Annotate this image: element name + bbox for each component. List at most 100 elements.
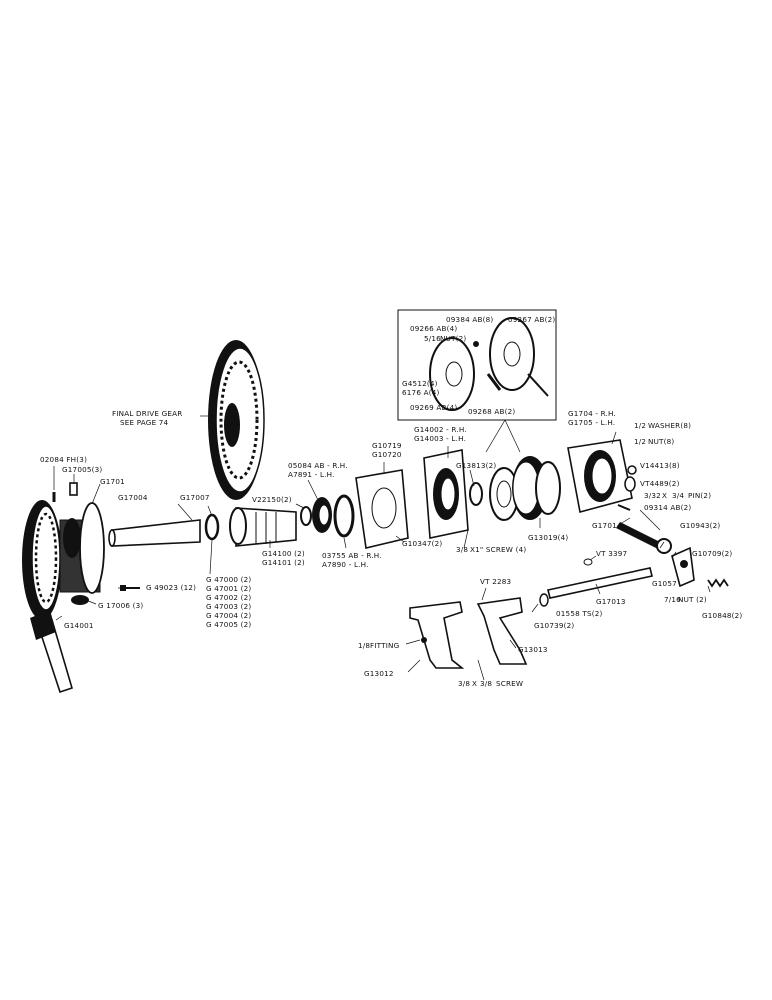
label-nut8: NUT(8)	[648, 437, 674, 446]
washer-01558	[539, 593, 549, 607]
label-screw-1: X1" SCREW (4)	[470, 545, 526, 554]
label-washer: WASHER(8)	[648, 421, 691, 430]
pinion-g14001	[30, 610, 73, 694]
differential-gear-g1701	[22, 500, 105, 620]
label-g47005: G 47005 (2)	[206, 620, 251, 629]
frac-3-8-a: 3/8	[456, 545, 468, 554]
label-pin: PIN(2)	[688, 491, 711, 500]
brake-inset-box	[397, 309, 557, 421]
label-09268: 09268 AB(2)	[468, 407, 515, 416]
label-vt2283: VT 2283	[480, 577, 511, 586]
label-09266: 09266 AB(4)	[410, 324, 457, 333]
label-g17013: G17013	[596, 597, 626, 606]
washer-g17007	[204, 513, 220, 541]
x-sep: X	[662, 491, 667, 500]
label-g17006: G 17006 (3)	[98, 601, 143, 610]
label-g10347: G10347(2)	[402, 539, 442, 548]
pin-09314	[617, 504, 631, 511]
frac-3-8-b: 3/8	[458, 679, 470, 688]
frac-1-8: 1/8	[358, 641, 370, 650]
pedal-g13013	[476, 597, 528, 665]
gasket-g10719	[355, 469, 409, 549]
oring-vt4489	[624, 476, 636, 492]
bearing-cup-03755	[333, 494, 355, 538]
label-09269: 09269 AB(4)	[410, 403, 457, 412]
frac-5-16: 5/16	[424, 334, 441, 343]
lever-g1057	[671, 546, 695, 588]
label-g10848: G10848(2)	[702, 611, 742, 620]
label-v22150: V22150(2)	[252, 495, 292, 504]
label-g14003: G14003 - L.H.	[414, 434, 466, 443]
final-drive-gear	[208, 340, 265, 500]
label-g1705: G1705 - L.H.	[568, 418, 615, 427]
label-g47004: G 47004 (2)	[206, 611, 251, 620]
spring-g10848	[707, 578, 729, 588]
label-g14100: G14100 (2)	[262, 549, 305, 558]
label-g47000: G 47000 (2)	[206, 575, 251, 584]
label-screw-2: SCREW	[496, 679, 523, 688]
label-6176: 6176 A(4)	[402, 388, 439, 397]
label-g10709: G10709(2)	[692, 549, 732, 558]
label-g13019: G13019(4)	[528, 533, 568, 542]
label-03755-rh: 03755 AB - R.H.	[322, 551, 382, 560]
label-g13813: G13813(2)	[456, 461, 496, 470]
label-g1701: G1701	[100, 477, 125, 486]
rod-g17013	[547, 567, 653, 599]
brake-disc	[489, 467, 519, 521]
label-02084: 02084 FH(3)	[40, 455, 87, 464]
label-v14413: V14413(8)	[640, 461, 680, 470]
clip-vt3397	[583, 558, 593, 566]
label-05084-rh: 05084 AB - R.H.	[288, 461, 348, 470]
label-g10943: G10943(2)	[680, 521, 720, 530]
frac-3-4: 3/4	[672, 491, 684, 500]
fitting	[421, 637, 427, 643]
label-fitting: FITTING	[370, 641, 399, 650]
bearing-cone-05084	[312, 497, 332, 533]
sleeve-g14100	[229, 507, 297, 547]
gear-v22150	[300, 506, 312, 526]
pedal-g13012	[409, 601, 465, 669]
label-g47001: G 47001 (2)	[206, 584, 251, 593]
label-final-drive-1: FINAL DRIVE GEAR	[112, 409, 182, 418]
frac-7-16: 7/16	[664, 595, 681, 604]
label-05084-lh: A7891 - L.H.	[288, 470, 335, 479]
frac-3-32: 3/32	[644, 491, 661, 500]
x-sep-2: X	[472, 679, 477, 688]
label-09384: 09384 AB(8)	[446, 315, 493, 324]
label-g1704: G1704 - R.H.	[568, 409, 616, 418]
shaft-g17004	[108, 519, 201, 547]
small-gear-g17006	[71, 595, 89, 605]
label-09267: 09267 AB(2)	[508, 315, 555, 324]
housing-g14002	[423, 449, 469, 539]
label-g17005: G17005(3)	[62, 465, 102, 474]
label-g17014: G17014	[592, 521, 622, 530]
frac-1-2-b: 1/2	[634, 437, 646, 446]
label-03755-lh: A7890 - L.H.	[322, 560, 369, 569]
label-nut2: NUT(2)	[440, 334, 466, 343]
cover-g1704	[567, 439, 633, 513]
label-g49023: G 49023 (12)	[146, 583, 196, 592]
lever-g17014	[616, 522, 672, 554]
label-g4512: G4512(4)	[402, 379, 438, 388]
label-g1057: G1057	[652, 579, 677, 588]
label-09314: 09314 AB(2)	[644, 503, 691, 512]
label-g47003: G 47003 (2)	[206, 602, 251, 611]
label-final-drive-2: SEE PAGE 74	[120, 418, 169, 427]
label-g14002: G14002 - R.H.	[414, 425, 467, 434]
label-g17004: G17004	[118, 493, 148, 502]
brake-drum	[512, 456, 561, 520]
frac-3-8-c: 3/8	[480, 679, 492, 688]
label-g10739: G10739(2)	[534, 621, 574, 630]
washer-v14413	[627, 465, 637, 475]
label-g10720: G10720	[372, 450, 402, 459]
pin-g17005	[69, 482, 78, 496]
frac-1-2-a: 1/2	[634, 421, 646, 430]
label-g10719: G10719	[372, 441, 402, 450]
label-g13012: G13012	[364, 669, 394, 678]
label-vt3397: VT 3397	[596, 549, 627, 558]
label-nut-r: NUT (2)	[678, 595, 707, 604]
label-g17007: G17007	[180, 493, 210, 502]
label-g47002: G 47002 (2)	[206, 593, 251, 602]
label-g13013: G13013	[518, 645, 548, 654]
